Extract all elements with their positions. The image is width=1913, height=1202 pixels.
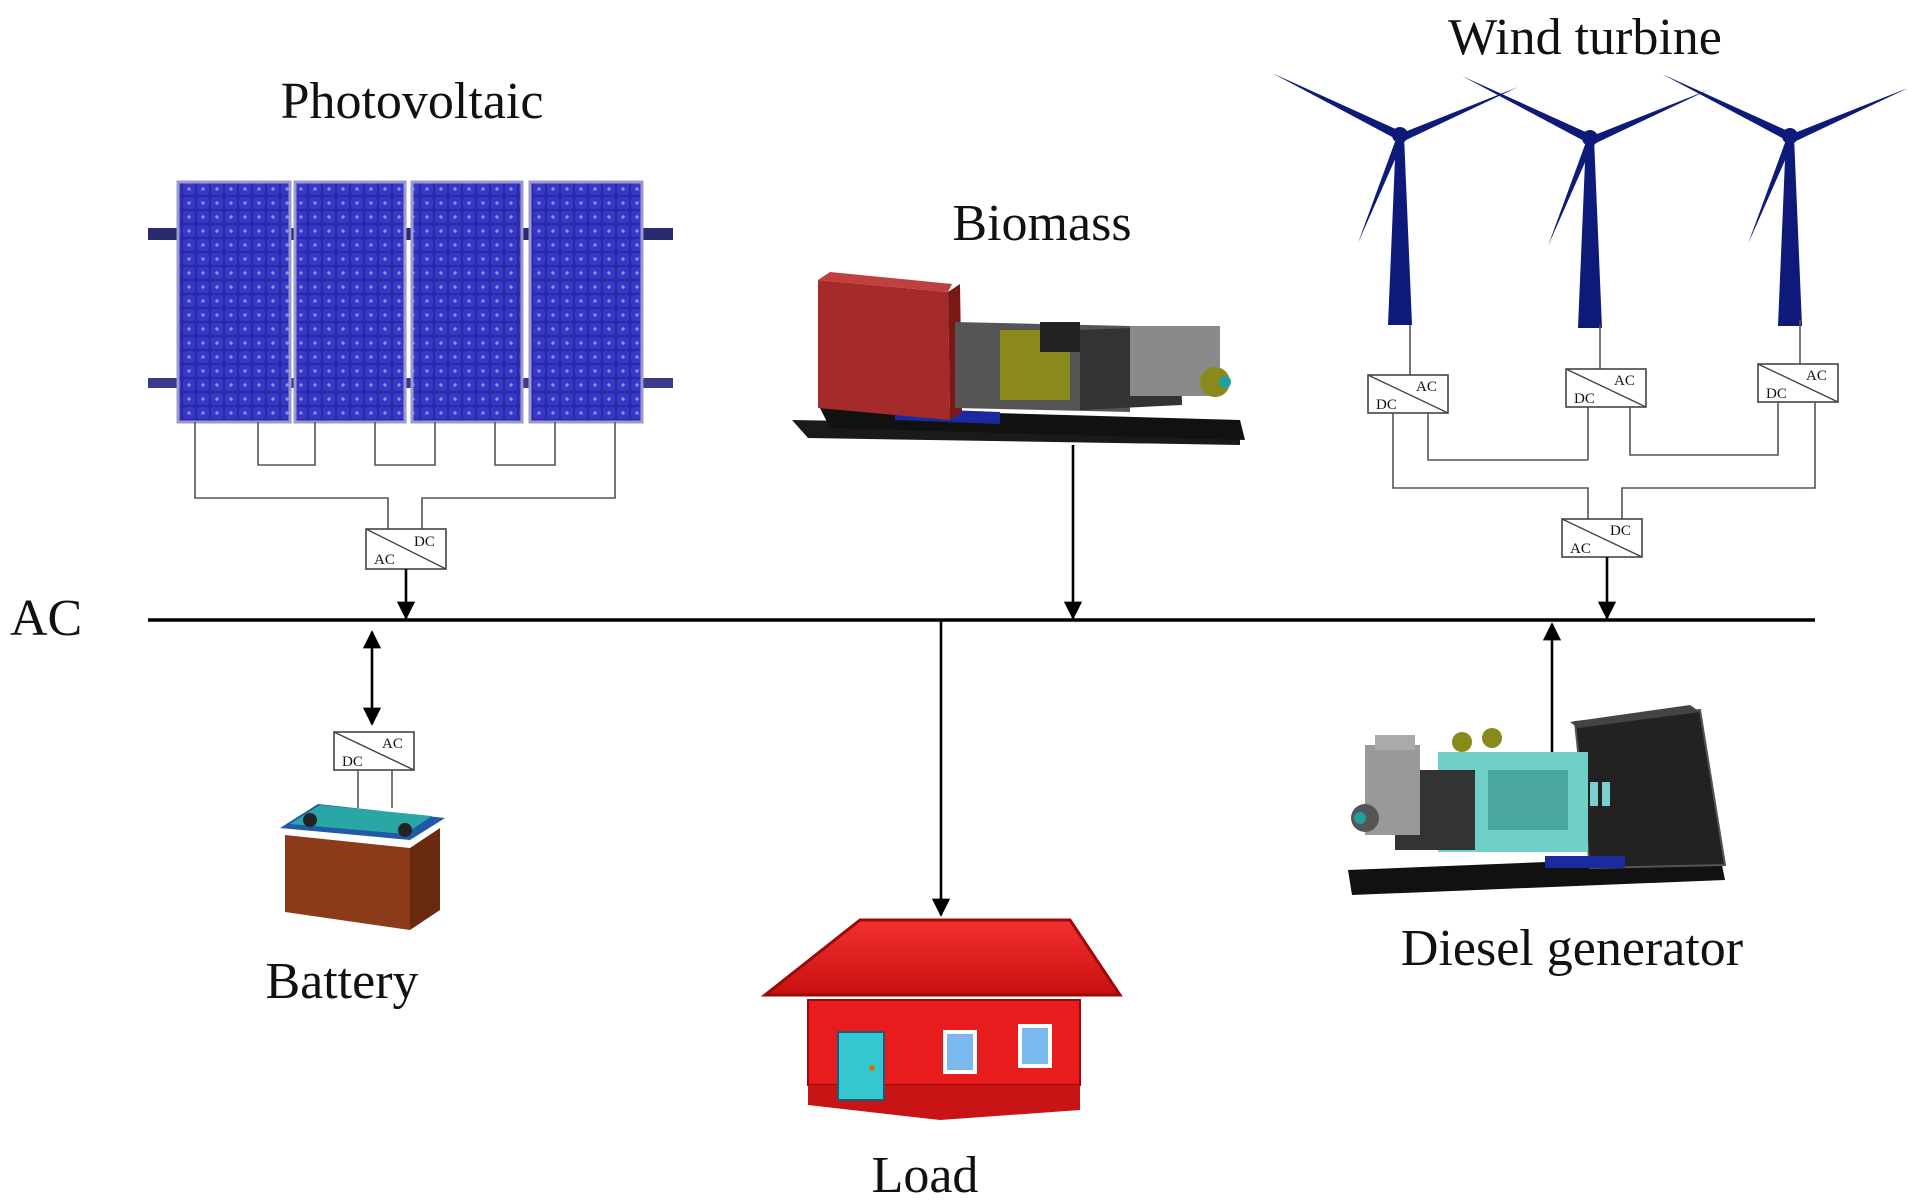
wt2-converter-icon: AC DC — [1565, 368, 1647, 408]
pv-converter-icon: DC AC — [365, 528, 447, 570]
battery-label: Battery — [265, 953, 418, 1010]
wind-turbine-group: Wind turbine AC — [1272, 9, 1908, 620]
wind-converter-icon: DC AC — [1561, 518, 1643, 558]
biomass-label: Biomass — [952, 195, 1131, 252]
converter-dc-label: DC — [1376, 397, 1397, 413]
converter-ac-label: AC — [1806, 368, 1827, 384]
converter-ac-label: AC — [1614, 373, 1635, 389]
converter-dc-label: DC — [342, 754, 363, 770]
diesel-generator-label: Diesel generator — [1401, 920, 1743, 977]
converter-dc-label: DC — [1610, 523, 1631, 539]
converter-ac-label: AC — [1570, 541, 1591, 557]
house-icon — [760, 918, 1123, 1120]
converter-dc-label: DC — [414, 534, 435, 550]
diesel-generator-icon — [1348, 705, 1727, 895]
converter-ac-label: AC — [374, 552, 395, 568]
wind-turbine-label: Wind turbine — [1448, 9, 1722, 66]
photovoltaic-label: Photovoltaic — [281, 73, 544, 130]
converter-dc-label: DC — [1766, 386, 1787, 402]
battery-converter-icon: AC DC — [333, 731, 415, 771]
biomass-group: Biomass — [792, 195, 1245, 620]
battery-icon — [280, 804, 445, 930]
wind-turbine-icon — [1272, 73, 1518, 325]
photovoltaic-group: Photovoltaic DC AC — [148, 73, 673, 620]
wt1-converter-icon: AC DC — [1367, 374, 1449, 414]
converter-dc-label: DC — [1574, 391, 1595, 407]
battery-group: AC DC Battery — [265, 630, 445, 1010]
converter-ac-label: AC — [382, 736, 403, 752]
wind-turbine-icon — [1662, 74, 1908, 326]
biomass-generator-icon — [792, 272, 1245, 445]
converter-ac-label: AC — [1416, 379, 1437, 395]
diesel-group: Diesel generator — [1348, 622, 1743, 977]
wt3-converter-icon: AC DC — [1757, 363, 1839, 403]
solar-panel-icon — [148, 180, 673, 424]
ac-bus-label: AC — [10, 590, 82, 647]
load-label: Load — [872, 1147, 979, 1202]
wind-turbine-icon — [1462, 76, 1708, 328]
load-group: Load — [760, 620, 1123, 1202]
